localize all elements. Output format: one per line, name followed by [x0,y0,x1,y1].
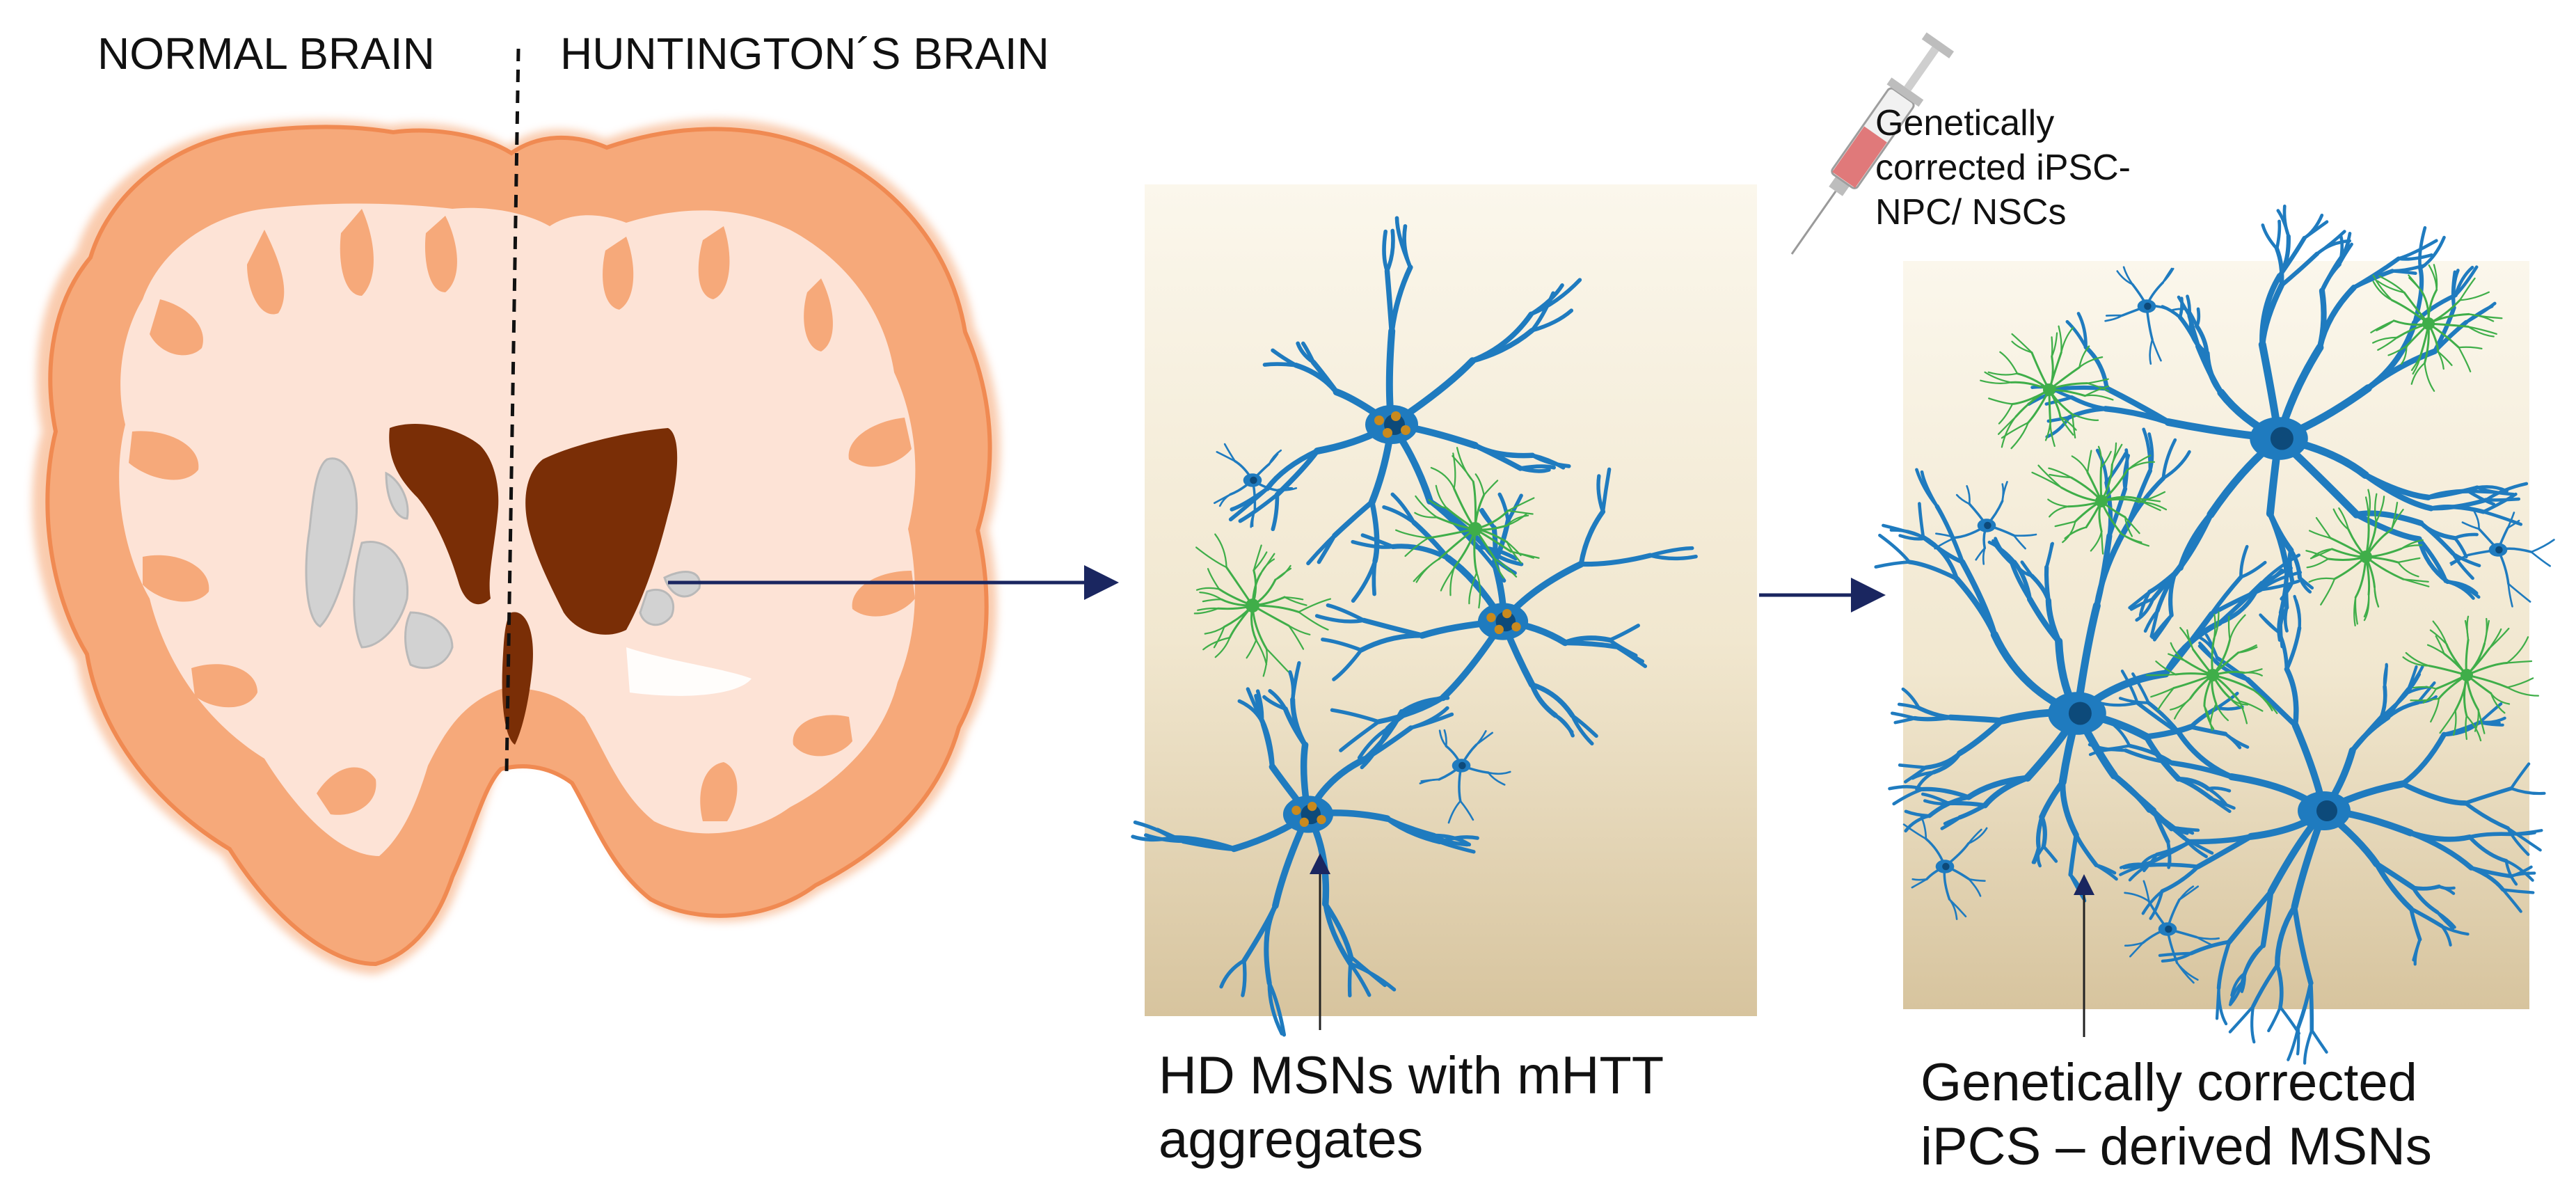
glial-cell [2370,264,2503,392]
small-neuron [2449,511,2555,608]
glial-cell [2145,611,2278,731]
hd-msn-neuron [1131,660,1479,1037]
glial-cell [1395,447,1540,609]
syringe-caption: Genetically corrected iPSC-NPC/ NSCs [1875,103,2131,232]
syringe-icon [1790,32,1955,255]
huntington-brain-label: HUNTINGTON´S BRAIN [560,29,1049,79]
small-neuron [2124,880,2220,984]
small-neuron [1934,481,2037,565]
small-neuron [2104,266,2189,365]
glial-cell [2305,489,2430,626]
small-neuron [1213,443,1298,528]
normal-brain-label: NORMAL BRAIN [97,29,435,79]
lateral-ventricles [389,424,678,745]
hd-msn-caption: HD MSNs with mHTT aggregates [1159,1046,1663,1169]
glial-cell [2402,615,2540,742]
glial-cell [1980,325,2114,450]
hd-msn-panel [1131,184,1757,1037]
midline-divider [504,48,520,773]
small-neuron [1902,814,1988,920]
coronal-brain-section [32,48,1001,974]
glial-cell [1193,533,1332,677]
corrected-msn-panel [1874,204,2555,1065]
corrected-msn-caption: Genetically corrected iPCS – derived MSN… [1921,1053,2432,1176]
corrected-msn-neuron [2088,594,2546,1065]
corrected-msn-neuron [1874,427,2303,903]
small-neuron [1419,729,1511,824]
glial-cell [2031,442,2168,555]
corrected-msn-neuron [2027,204,2529,649]
